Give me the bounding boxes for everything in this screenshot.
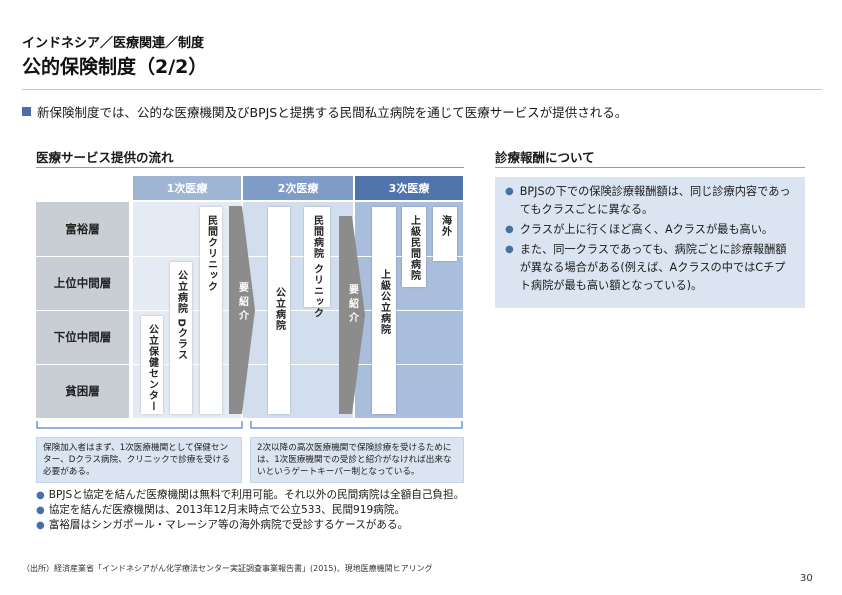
flow-section-title: 医療サービス提供の流れ bbox=[36, 150, 174, 165]
bullet-dot-icon: ● bbox=[36, 520, 45, 531]
row-label-lower-middle: 下位中間層 bbox=[36, 310, 129, 364]
referral-arrow-2-icon bbox=[339, 216, 365, 414]
page-title: 公的保険制度（2/2） bbox=[22, 56, 208, 78]
breadcrumb: インドネシア／医療関連／制度 bbox=[22, 36, 205, 51]
source-note: （出所）経済産業省「インドネシアがん化学療法センター実証調査事業報告書」(201… bbox=[22, 564, 433, 573]
reimbursement-section-title: 診療報酬について bbox=[495, 150, 595, 165]
title-divider bbox=[22, 89, 822, 90]
row-label-poor: 貧困層 bbox=[36, 364, 129, 418]
row-label-upper-middle: 上位中間層 bbox=[36, 256, 129, 310]
square-bullet-icon bbox=[22, 107, 31, 116]
bullet-dot-icon: ● bbox=[505, 244, 514, 255]
list-item: ●BPJSの下での保険診療報酬額は、同じ診療内容であってもクラスごとに異なる。 bbox=[505, 183, 795, 219]
referral-arrow-1-icon bbox=[229, 206, 255, 414]
secondary-public-hospital-box: 公立病院 bbox=[268, 207, 290, 414]
upper-private-hospital-box: 上級民間病院 bbox=[402, 207, 426, 287]
list-item: ●クラスが上に行くほど高く、Aクラスが最も高い。 bbox=[505, 221, 795, 239]
reimbursement-section-divider bbox=[495, 167, 805, 168]
upper-public-hospital-box: 上級公立病院 bbox=[372, 207, 396, 414]
reimbursement-box: ●BPJSの下での保険診療報酬額は、同じ診療内容であってもクラスごとに異なる。 … bbox=[495, 177, 805, 308]
public-health-center-box: 公立保健センター bbox=[141, 316, 163, 414]
list-item: ●また、同一クラスであっても、病院ごとに診療報酬額が異なる場合がある(例えば、A… bbox=[505, 241, 795, 295]
flow-bullet-list: ●BPJSと協定を結んだ医療機関は無料で利用可能。それ以外の民間病院は全額自己負… bbox=[36, 488, 506, 533]
lead-statement: 新保険制度では、公的な医療機関及びBPJSと提携する民間私立病院を通じて医療サー… bbox=[22, 102, 627, 121]
gatekeeper-note: 2次以降の高次医療機関で保険診療を受けるためには、1次医療機関での受診と紹介がな… bbox=[250, 437, 464, 483]
list-item: ●富裕層はシンガポール・マレーシア等の海外病院で受診するケースがある。 bbox=[36, 519, 409, 531]
column-header-secondary: 2次医療 bbox=[243, 176, 353, 200]
bullet-dot-icon: ● bbox=[505, 224, 514, 235]
note-brackets bbox=[36, 421, 463, 429]
private-hospital-clinic-box: 民間病院 クリニック bbox=[304, 207, 330, 318]
bullet-dot-icon: ● bbox=[36, 490, 45, 501]
referral-label-2: 要紹介 bbox=[346, 284, 358, 326]
public-hospital-d-class-box: 公立病院 Dクラス bbox=[170, 262, 192, 414]
list-item: ●協定を結んだ医療機関は、2013年12月末時点で公立533、民間919病院。 bbox=[36, 504, 406, 516]
column-header-tertiary: 3次医療 bbox=[355, 176, 463, 200]
primary-care-note: 保険加入者はまず、1次医療機関として保健センター、Dクラス病院、クリニックで診療… bbox=[36, 437, 242, 483]
row-divider bbox=[36, 364, 463, 365]
private-clinic-box: 民間クリニック bbox=[200, 207, 222, 414]
overseas-box: 海外 bbox=[433, 207, 457, 261]
bullet-dot-icon: ● bbox=[505, 186, 514, 197]
column-header-primary: 1次医療 bbox=[133, 176, 241, 200]
lead-text: 新保険制度では、公的な医療機関及びBPJSと提携する民間私立病院を通じて医療サー… bbox=[37, 105, 628, 120]
row-divider bbox=[36, 256, 463, 257]
page-number: 30 bbox=[800, 573, 813, 584]
list-item: ●BPJSと協定を結んだ医療機関は無料で利用可能。それ以外の民間病院は全額自己負… bbox=[36, 489, 465, 501]
row-label-wealthy: 富裕層 bbox=[36, 202, 129, 256]
bullet-dot-icon: ● bbox=[36, 505, 45, 516]
flow-section-divider bbox=[36, 167, 464, 168]
referral-label-1: 要紹介 bbox=[236, 282, 248, 324]
